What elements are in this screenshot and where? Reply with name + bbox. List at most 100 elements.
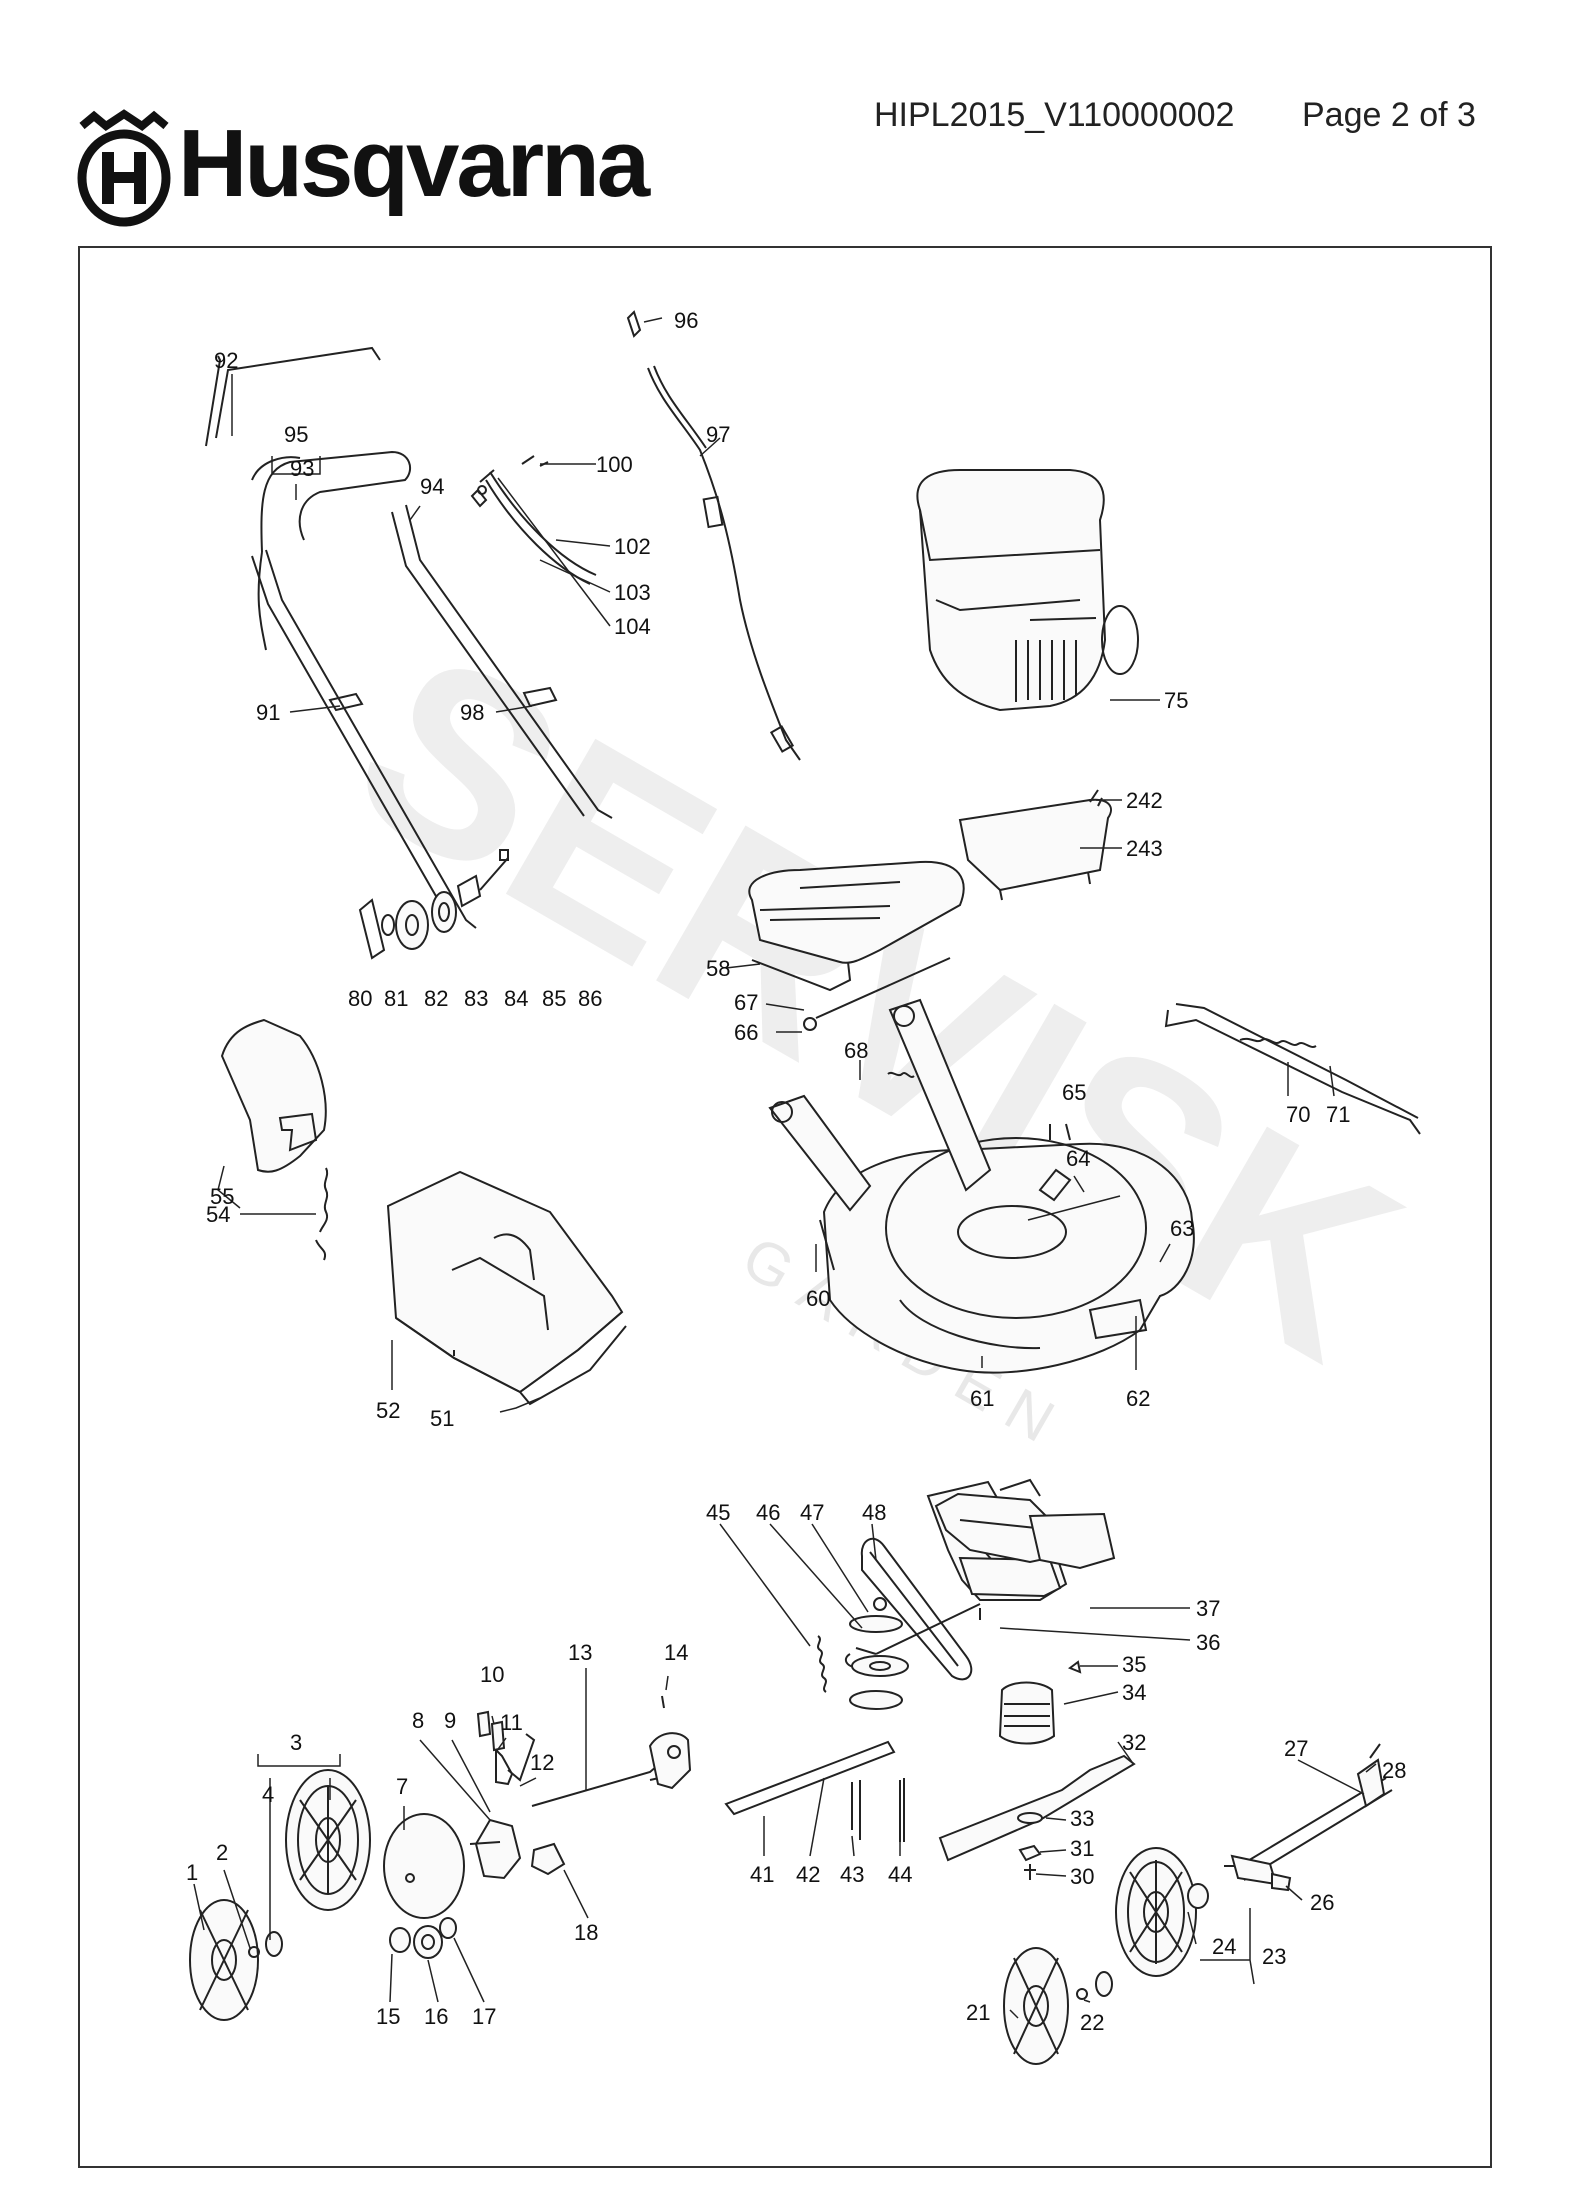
part-number-labels: 92 95 93 94 91 98 96 97 100 102 103 104 … [186,308,1406,2035]
label-46: 46 [756,1500,780,1525]
leader-lines [193,317,1377,2019]
label-36: 36 [1196,1630,1220,1655]
label-80: 80 [348,986,372,1011]
diagram-frame [78,246,1492,2168]
label-11: 11 [500,1710,523,1735]
brand-wordmark: Husqvarna [178,110,650,217]
label-45: 45 [706,1500,730,1525]
height-adjust-lever [1164,1003,1421,1135]
label-23: 23 [1262,1944,1286,1969]
label-95: 95 [284,422,308,447]
label-60: 60 [806,1286,830,1311]
handle-knob-assembly [358,849,509,960]
label-18: 18 [574,1920,598,1945]
husqvarna-logo: Husqvarna [74,108,694,228]
watermark: SERVISK GARDEN [313,596,1442,1464]
deck-spring [887,1071,915,1078]
label-100: 100 [596,452,633,477]
rear-flap-cover [748,789,1112,992]
label-103: 103 [614,580,651,605]
label-32: 32 [1122,1730,1146,1755]
label-66: 66 [734,1020,758,1045]
label-102: 102 [614,534,651,559]
label-14: 14 [664,1640,688,1665]
label-65: 65 [1062,1080,1086,1105]
rear-axle-rod [815,957,951,1019]
document-id: HIPL2015_V110000002 [874,96,1235,134]
label-243: 243 [1126,836,1163,861]
label-61: 61 [970,1386,994,1411]
drive-shafts [724,1740,905,1842]
label-26: 26 [1310,1890,1334,1915]
label-34: 34 [1122,1680,1146,1705]
label-85: 85 [542,986,566,1011]
label-68: 68 [844,1038,868,1063]
label-33: 33 [1070,1806,1094,1831]
label-4: 4 [262,1782,274,1807]
label-41: 41 [750,1862,774,1887]
label-55: 55 [210,1184,234,1209]
rear-axle-nut [803,1017,817,1031]
label-70: 70 [1286,1102,1310,1127]
label-54: 54 [206,1202,230,1227]
label-96: 96 [674,308,698,333]
label-1: 1 [186,1860,198,1885]
handle-assembly [205,310,801,929]
label-21: 21 [966,2000,990,2025]
label-3: 3 [290,1730,302,1755]
label-42: 42 [796,1862,820,1887]
front-axle-bracket [469,1695,692,1880]
label-9: 9 [444,1708,456,1733]
label-58: 58 [706,956,730,981]
label-48: 48 [862,1500,886,1525]
label-15: 15 [376,2004,400,2029]
label-16: 16 [424,2004,448,2029]
label-12: 12 [530,1750,554,1775]
page-indicator: Page 2 of 3 [1302,96,1476,134]
grass-collector-bag [386,1170,627,1406]
label-92: 92 [214,348,238,373]
belt-guard [934,1478,1116,1570]
label-242: 242 [1126,788,1163,813]
pulley-discs [849,1597,909,1710]
label-10: 10 [480,1662,504,1687]
label-62: 62 [1126,1386,1150,1411]
engine [916,469,1139,712]
label-94: 94 [420,474,444,499]
label-71: 71 [1326,1102,1350,1127]
blade-assembly [938,1660,1136,1880]
label-75: 75 [1164,688,1188,713]
label-97: 97 [706,422,730,447]
label-44: 44 [888,1862,912,1887]
label-27: 27 [1284,1736,1308,1761]
label-52: 52 [376,1398,400,1423]
label-83: 83 [464,986,488,1011]
label-13: 13 [568,1640,592,1665]
label-47: 47 [800,1500,824,1525]
rear-flap [220,1018,329,1261]
label-93: 93 [290,456,314,481]
label-82: 82 [424,986,448,1011]
rear-right-wheel [1003,1847,1209,2065]
drive-belt [860,1537,973,1681]
front-left-wheel [189,1769,465,2021]
label-24: 24 [1212,1934,1236,1959]
label-98: 98 [460,700,484,725]
label-43: 43 [840,1862,864,1887]
label-31: 31 [1070,1836,1094,1861]
label-35: 35 [1122,1652,1146,1677]
label-22: 22 [1080,2010,1104,2035]
label-64: 64 [1066,1146,1090,1171]
label-84: 84 [504,986,528,1011]
label-86: 86 [578,986,602,1011]
label-30: 30 [1070,1864,1094,1889]
crown-h-icon [77,109,171,227]
label-17: 17 [472,2004,496,2029]
spring-45 [817,1635,827,1693]
label-37: 37 [1196,1596,1220,1621]
label-7: 7 [396,1774,408,1799]
label-8: 8 [412,1708,424,1733]
label-67: 67 [734,990,758,1015]
label-2: 2 [216,1840,228,1865]
